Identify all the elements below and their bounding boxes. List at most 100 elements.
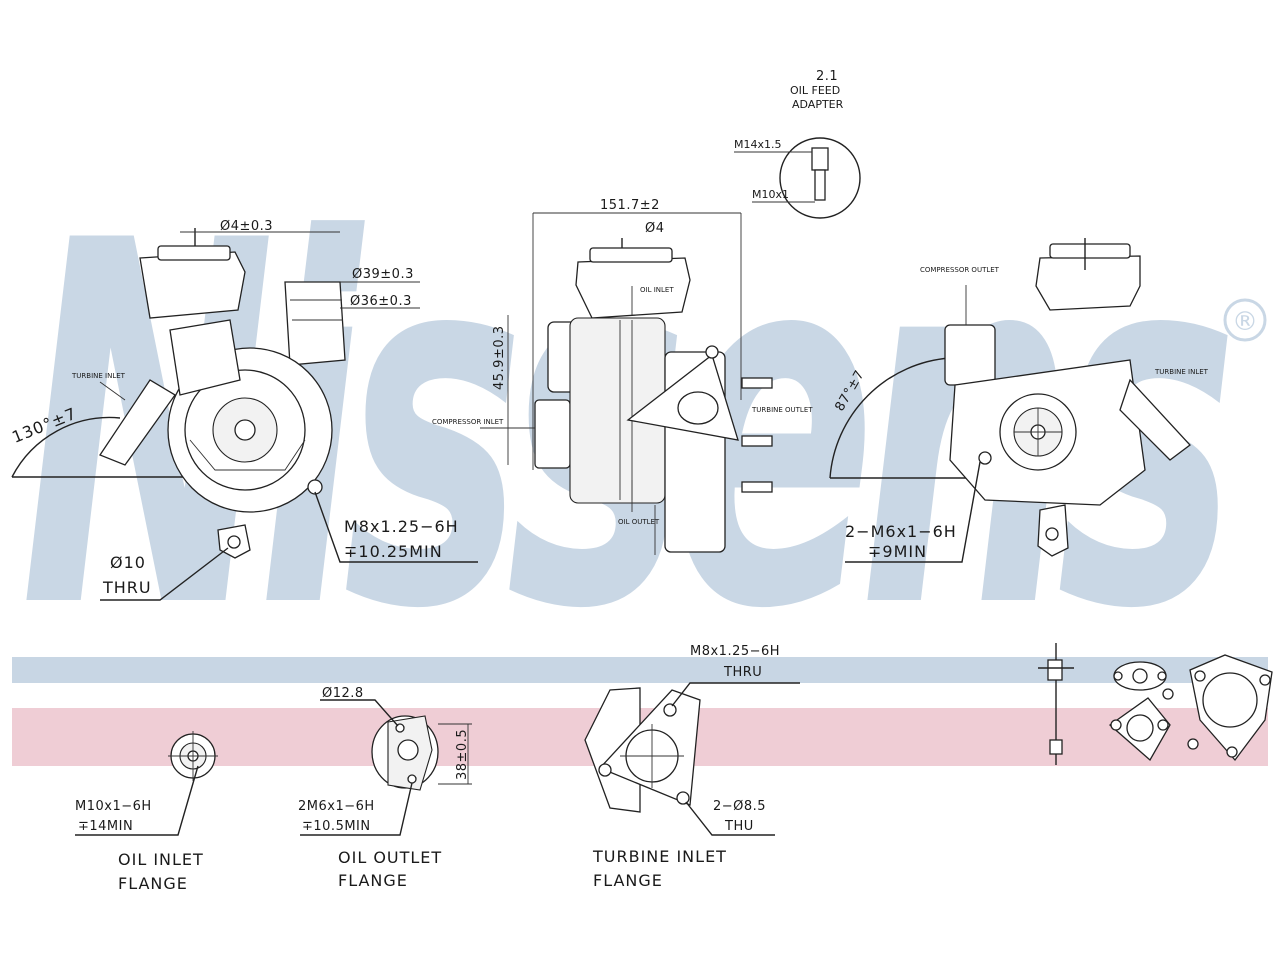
loose-bolt-2 (1187, 738, 1199, 750)
oil-outlet-flange-port (397, 739, 419, 761)
oil-feed-adapter: 2.1 OIL FEED ADAPTER M14x1.5 M10x1 (734, 69, 861, 219)
rear-thread-label-2: ∓9MIN (868, 542, 927, 561)
rear-lug-hole (1045, 527, 1059, 541)
oil-line-fitting-bottom (1049, 739, 1063, 755)
rear-turbine-inlet-label: TURBINE INLET (1154, 368, 1209, 376)
oil-inlet-title-1: OIL INLET (118, 850, 204, 869)
blue-stripe (12, 657, 1268, 683)
rear-bolt-left (978, 451, 992, 465)
turbine-inlet-hole-3 (676, 791, 690, 805)
turbine-inlet-hole-1-label: 2−Ø8.5 (713, 799, 766, 814)
adapter-stem (814, 169, 826, 201)
oil-outlet-thread-leader (300, 782, 413, 836)
adapter-thread-bottom: M10x1 (752, 188, 789, 201)
oil-outlet-dim-label: 38±0.5 (455, 729, 470, 780)
adapter-thread-top: M14x1.5 (734, 138, 782, 151)
oil-outlet-label: OIL OUTLET (618, 518, 660, 526)
hole-label-1: Ø10 (110, 553, 146, 572)
rear-thread-label-1: 2−M6x1−6H (845, 522, 957, 541)
oil-inlet-leader (75, 765, 199, 836)
oil-outlet-gasket-port (1126, 714, 1154, 742)
compressor-inlet (534, 399, 571, 469)
oil-gasket-hole-2 (1157, 671, 1167, 681)
oil-outlet-thread-1: 2M6x1−6H (298, 799, 375, 814)
oil-inlet-flange: M10x1−6H ∓14MIN OIL INLET FLANGE (75, 731, 218, 893)
oil-inlet-thread-1: M10x1−6H (75, 799, 152, 814)
adapter-label-2: ADAPTER (792, 98, 844, 111)
adapter-label-1: OIL FEED (790, 84, 840, 97)
oil-outlet-dia-leader (320, 699, 399, 727)
outlet-pipe (284, 281, 346, 366)
oil-outlet-dia-label: Ø12.8 (322, 686, 364, 701)
lug-hole (227, 535, 241, 549)
actuator-cap (157, 245, 231, 261)
front-view: 151.7±2 Ø4 45.9±0.3 OIL INLET COMPRESSOR… (432, 198, 813, 555)
adapter-number: 2.1 (816, 69, 838, 84)
hole-leader (100, 547, 229, 601)
turbine-inlet-hole-leader (685, 801, 775, 836)
turbine-inlet-title-1: TURBINE INLET (592, 847, 727, 866)
stud-3 (741, 481, 773, 493)
oil-outlet-flange: 38±0.5 Ø12.8 2M6x1−6H ∓10.5MIN OIL OUTLE… (298, 686, 472, 890)
width-dim-label: 151.7±2 (600, 198, 660, 213)
flange-stud-top (705, 345, 719, 359)
stud-1 (741, 377, 773, 389)
oil-outlet-title-1: OIL OUTLET (338, 848, 442, 867)
rear-compressor-outlet (944, 324, 996, 386)
height-dim-label: 45.9±0.3 (492, 325, 507, 390)
turbine-inlet-title-2: FLANGE (593, 871, 663, 890)
turbine-inlet-label: TURBINE INLET (71, 372, 126, 380)
thread-label-2: ∓10.25MIN (344, 542, 443, 561)
turbine-inlet-hole-1 (663, 703, 677, 717)
housing-flange-edge (189, 439, 306, 471)
compressor-outlet-label: COMPRESSOR OUTLET (920, 266, 1000, 274)
oil-outlet-thread-2: ∓10.5MIN (302, 819, 371, 834)
registered-mark: ® (1232, 307, 1258, 337)
rear-turbine-inlet-arm (1119, 378, 1191, 461)
oil-inlet-thread-2: ∓14MIN (78, 819, 133, 834)
oil-outlet-gasket-hole-1 (1110, 719, 1122, 731)
rear-thread-leader (845, 461, 981, 563)
rear-angle-arc (829, 357, 951, 479)
dia-dim-label: Ø4 (645, 221, 665, 236)
actuator-can (139, 251, 246, 319)
loose-bolt-1 (1162, 688, 1174, 700)
registered-mark-ring (1223, 298, 1267, 342)
housing-center (234, 419, 256, 441)
dim-36-label: Ø36±0.3 (350, 294, 412, 309)
turbine-inlet-thread-1: M8x1.25−6H (690, 644, 780, 659)
turbine-inlet-hole-2 (598, 763, 612, 777)
front-actuator (575, 257, 691, 319)
oil-gasket-hole-1 (1113, 671, 1123, 681)
adapter-detail-circle (779, 137, 861, 219)
turbine-inlet-leader (99, 381, 126, 401)
turbine-gasket-hole-3 (1226, 746, 1238, 758)
turbine-inlet-hole-2-label: THU (724, 819, 754, 834)
thread-leader (314, 491, 478, 563)
dim-39-label: Ø39±0.3 (352, 267, 414, 282)
adapter-hex (811, 147, 829, 171)
rear-actuator (1035, 255, 1141, 311)
compressor-inlet-label: COMPRESSOR INLET (432, 418, 504, 426)
angle-arc (11, 416, 121, 478)
turbine-inlet-flange: M8x1.25−6H THRU 2−Ø8.5 THU TURBINE INLET… (584, 644, 800, 890)
turbine-gasket-hole-1 (1194, 670, 1206, 682)
oil-outlet-flange-hole-2 (407, 774, 417, 784)
mount-bolt (307, 479, 323, 495)
turbine-inlet-thread-2: THRU (723, 665, 762, 680)
bearing-housing (169, 319, 241, 396)
oil-inlet-label: OIL INLET (640, 286, 674, 294)
dim-top-label: Ø4±0.3 (220, 219, 273, 234)
turbine-inlet-thread-leader (671, 682, 800, 707)
thread-label-1: M8x1.25−6H (344, 517, 459, 536)
turbine-outlet-port (677, 391, 719, 425)
oil-outlet-gasket-hole-2 (1157, 719, 1169, 731)
turbine-outlet-label: TURBINE OUTLET (751, 406, 813, 414)
oil-gasket-port (1132, 668, 1148, 684)
rear-actuator-cap (1049, 243, 1131, 259)
front-actuator-cap (589, 247, 673, 263)
stud-2 (741, 435, 773, 447)
oil-line-fitting-top (1047, 659, 1063, 681)
